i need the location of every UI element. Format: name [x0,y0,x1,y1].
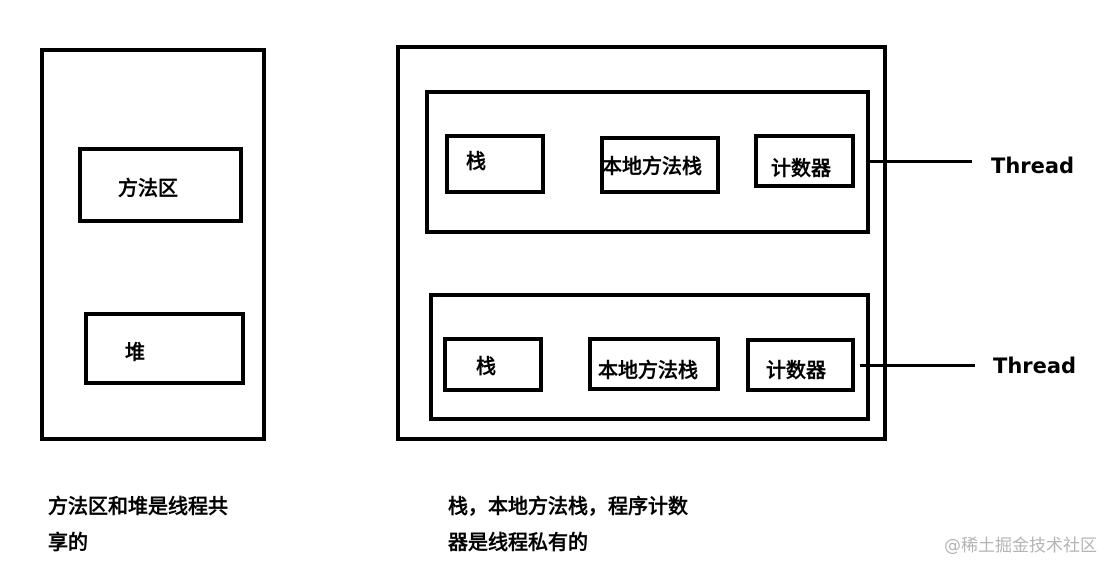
native-stack-box-2 [588,337,720,391]
shared-caption: 方法区和堆是线程共 享的 [48,488,228,560]
counter-box-2 [746,338,855,392]
stack-box-2 [443,337,543,392]
native-stack-label-2: 本地方法栈 [598,358,698,382]
heap-label: 堆 [125,340,145,364]
thread-label-2: Thread [993,354,1077,378]
watermark: @稀土掘金技术社区 [944,536,1097,556]
native-stack-box-1 [600,136,720,194]
method-area-box [78,147,243,223]
thread-connector-1 [867,160,972,163]
stack-box-1 [445,134,545,194]
native-stack-label-1: 本地方法栈 [602,154,702,178]
private-caption-line-2: 器是线程私有的 [448,530,588,554]
thread-label-1: Thread [991,154,1075,178]
method-area-label: 方法区 [118,176,178,200]
stack-label-2: 栈 [476,354,496,378]
thread-connector-2 [860,364,975,367]
counter-label-1: 计数器 [771,156,831,180]
shared-caption-line-2: 享的 [48,530,88,554]
counter-box-1 [754,134,855,188]
private-caption: 栈，本地方法栈，程序计数 器是线程私有的 [448,488,688,560]
counter-label-2: 计数器 [766,358,826,382]
shared-caption-line-1: 方法区和堆是线程共 [48,494,228,518]
private-caption-line-1: 栈，本地方法栈，程序计数 [448,494,688,518]
stack-label-1: 栈 [466,149,486,173]
heap-box [84,312,245,385]
